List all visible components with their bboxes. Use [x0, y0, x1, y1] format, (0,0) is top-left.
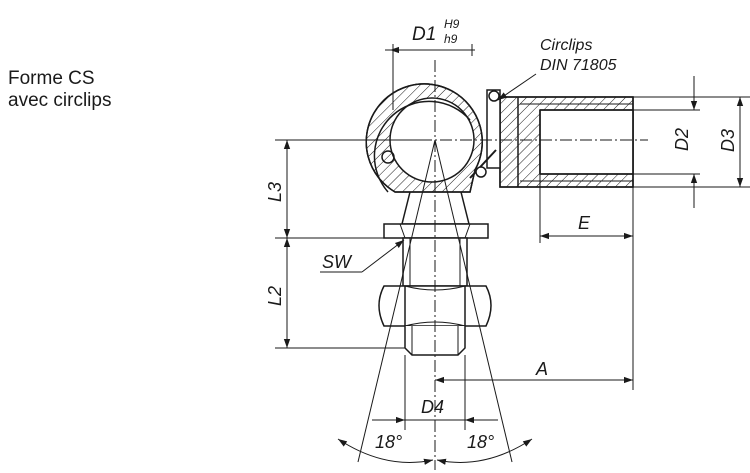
- label-circlips-din: DIN 71805: [540, 57, 617, 74]
- threaded-housing: [499, 96, 634, 188]
- label-d3: D3: [718, 129, 738, 152]
- dimension-l2: [275, 238, 405, 349]
- dimension-d3: [633, 96, 750, 188]
- label-angle-left: 18°: [375, 432, 402, 452]
- label-l2: L2: [265, 286, 285, 306]
- ball-socket-housing: [365, 83, 483, 193]
- flange-collar: [383, 223, 489, 239]
- dimension-e: [539, 174, 634, 390]
- swivel-angle-lines: [337, 139, 533, 465]
- circlip: [469, 89, 501, 179]
- label-d1-tolerance-lower: h9: [444, 32, 458, 46]
- caption-line-2: avec circlips: [8, 90, 112, 111]
- label-d1: D1: [412, 24, 436, 45]
- label-d2: D2: [672, 128, 692, 151]
- dimension-d1: [385, 44, 475, 110]
- caption-line-1: Forme CS: [8, 68, 95, 89]
- label-angle-right: 18°: [467, 432, 494, 452]
- label-sw: SW: [322, 252, 353, 272]
- label-d1-tolerance-upper: H9: [444, 17, 460, 31]
- circlip-leader: [497, 73, 537, 101]
- sw-leader: [320, 239, 405, 273]
- label-d4: D4: [421, 397, 444, 417]
- dimension-l3: [275, 139, 420, 239]
- figure-caption: Forme CS avec circlips: [8, 68, 111, 112]
- dimension-d4: [372, 355, 498, 430]
- label-l3: L3: [265, 182, 285, 202]
- label-e: E: [578, 213, 591, 233]
- label-a: A: [535, 359, 548, 379]
- label-circlips: Circlips: [540, 37, 592, 54]
- dimension-d2: [633, 76, 700, 208]
- locating-hole: [381, 150, 395, 164]
